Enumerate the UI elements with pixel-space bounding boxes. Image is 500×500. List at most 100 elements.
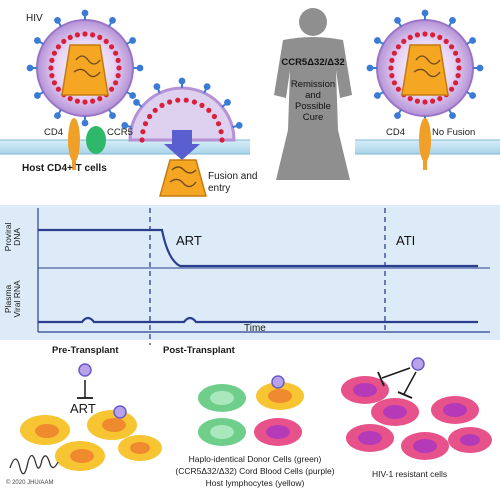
matrix-bead [147, 113, 153, 120]
gp120-knob [54, 17, 61, 24]
matrix-bead [211, 113, 217, 120]
matrix-bead [218, 129, 224, 135]
matrix-bead [113, 80, 119, 86]
gp120-knob [129, 37, 137, 44]
matrix-bead [175, 97, 181, 103]
fusion-virion [121, 77, 243, 197]
gp120-knob [394, 112, 401, 119]
matrix-bead [48, 65, 54, 71]
matrix-bead [456, 65, 462, 71]
matrix-bead [453, 80, 459, 86]
host-cells-label: Host CD4+ T cells [22, 163, 107, 174]
gp120-knob [203, 83, 211, 90]
copyright-label: © 2020 JHU/AAM [6, 480, 54, 486]
timeline-graph [0, 205, 500, 345]
matrix-bead [90, 98, 96, 104]
ccr5-receptor [86, 126, 106, 154]
cd4-label: CD4 [44, 127, 64, 138]
inhibit-icon [397, 391, 413, 399]
matrix-bead [389, 73, 395, 79]
matrix-bead [414, 32, 420, 38]
matrix-bead [109, 44, 115, 50]
gp120-knob [121, 122, 129, 129]
matrix-bead [49, 57, 55, 64]
small-virus-art [77, 363, 127, 419]
gp120-knob [109, 17, 116, 24]
gp120-knob [366, 64, 374, 72]
gp120-knob [469, 92, 476, 99]
matrix-bead [51, 80, 58, 86]
matrix-bead [437, 96, 443, 102]
cd4-right-label: CD4 [386, 127, 406, 138]
gp120-knob [421, 9, 429, 17]
matrix-bead [74, 32, 80, 38]
matrix-bead [113, 50, 119, 56]
matrix-bead [115, 73, 121, 79]
gp120-knob [476, 64, 484, 72]
resistant-cells-group [341, 357, 492, 460]
gp120-knob [133, 99, 140, 106]
inhibit-icon [377, 371, 385, 387]
matrix-bead [395, 44, 401, 50]
person-status-2: and [305, 90, 321, 101]
matrix-bead [67, 34, 73, 41]
matrix-bead [206, 107, 212, 113]
matrix-bead [61, 38, 67, 45]
matrix-bead [219, 137, 225, 143]
matrix-bead [139, 137, 145, 143]
gp120-knob [374, 92, 381, 99]
matrix-bead [191, 99, 197, 105]
matrix-bead [159, 102, 165, 108]
matrix-bead [55, 44, 62, 50]
matrix-bead [152, 107, 158, 113]
matrix-bead [437, 34, 443, 41]
matrix-bead [455, 57, 461, 64]
matrix-bead [215, 121, 222, 127]
hiv-virion-right [366, 9, 484, 127]
matrix-bead [407, 96, 413, 102]
gp120-knob [394, 17, 401, 24]
gp120-knob [449, 17, 456, 24]
matrix-bead [142, 121, 149, 127]
matrix-bead [449, 44, 455, 50]
gp120-knob [374, 37, 381, 44]
matrix-bead [55, 86, 62, 92]
matrix-bead [103, 38, 109, 45]
ccr5-label: CCR5 [107, 127, 133, 138]
matrix-bead [388, 65, 394, 71]
gp120-knob [129, 92, 137, 99]
y-label-viral-rna: Plasma Viral RNA [3, 274, 22, 324]
matrix-bead [422, 31, 428, 37]
donor-cells-group [198, 375, 304, 446]
matrix-bead [199, 102, 205, 108]
matrix-bead [115, 57, 121, 64]
cd4-receptor-right [419, 118, 431, 170]
matrix-bead [67, 96, 73, 102]
donor-line-1: Haplo-identical Donor Cells (green) [188, 454, 322, 464]
donor-line-3: Host lymphocytes (yellow) [205, 478, 305, 488]
y-label-rna-line2: Viral RNA [12, 280, 22, 318]
gp120-knob [81, 9, 89, 17]
matrix-bead [455, 73, 461, 79]
y-label-proviral: Proviral DNA [3, 212, 22, 262]
art-bottom-label: ART [70, 401, 96, 416]
matrix-bead [422, 99, 428, 105]
gp120-knob [178, 77, 186, 85]
matrix-bead [395, 86, 401, 92]
person-status-4: Cure [302, 112, 324, 123]
matrix-bead [443, 38, 449, 45]
matrix-bead [140, 129, 146, 135]
matrix-bead [49, 73, 55, 79]
artist-signature [9, 454, 59, 475]
matrix-bead [414, 98, 420, 104]
person-status-1: Remission [290, 79, 336, 90]
matrix-bead [109, 86, 115, 92]
gp120-knob [235, 122, 243, 129]
hiv-virion-left [26, 9, 144, 127]
art-graph-label: ART [176, 233, 202, 248]
hiv-label: HIV [26, 13, 43, 24]
matrix-bead [391, 50, 397, 56]
gp120-knob [54, 112, 61, 119]
